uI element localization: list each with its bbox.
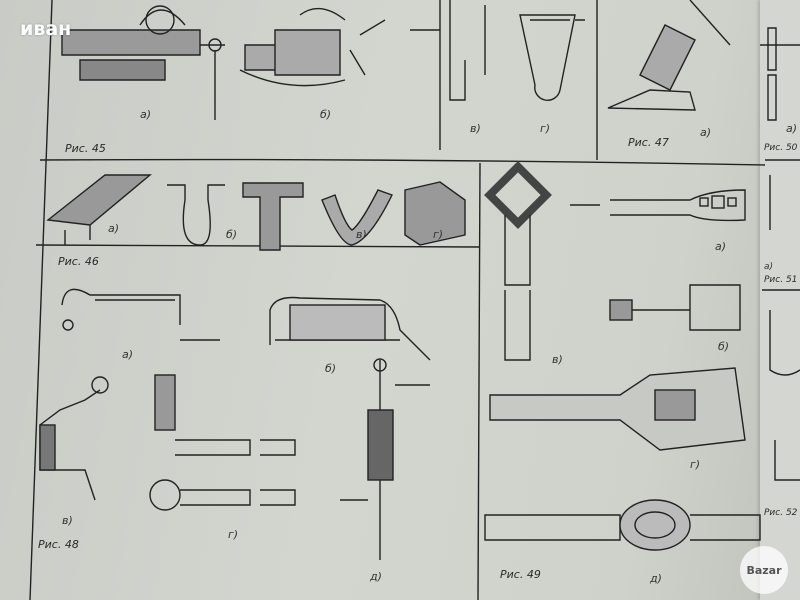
fig49-label-v: в)	[552, 353, 563, 366]
fig46-label-g: г)	[433, 228, 444, 241]
fig46-jaws-b	[167, 184, 225, 246]
fig48-hacksaw-b	[269, 296, 431, 361]
fig51-52-drawings	[769, 175, 800, 481]
fig52-caption: Рис. 52	[764, 508, 798, 518]
fig46-jaws-d	[404, 181, 466, 246]
fig46-jaws-v	[242, 182, 304, 251]
fig48-label-v: в)	[62, 514, 73, 527]
fig45-label-a: а)	[140, 108, 152, 121]
fig50-caption: Рис. 50	[764, 143, 798, 153]
fig50-drawing	[767, 27, 777, 121]
fig45-vise-a	[61, 5, 225, 120]
fig51-label-a: а)	[764, 262, 774, 272]
fig49-caption: Рис. 49	[500, 568, 541, 581]
fig48-label-a: а)	[122, 348, 134, 361]
fig49-label-d: д)	[650, 572, 662, 585]
fig45-label-v: в)	[470, 122, 481, 135]
fig49-die-holder-g	[489, 367, 746, 451]
fig48-hacksaw-a	[61, 288, 220, 341]
fig48-ratchet-g	[149, 374, 296, 511]
fig50-label-a: а)	[786, 122, 798, 135]
fig47-pipe-vise	[607, 0, 731, 111]
fig46-jaws-a	[46, 174, 152, 245]
fig49-die-holder-d	[484, 499, 761, 551]
adjacent-page-strip	[760, 0, 800, 600]
fig48-brace-v	[39, 376, 109, 501]
fig47-caption: Рис. 47	[628, 136, 669, 149]
fig45-caption: Рис. 45	[65, 142, 106, 155]
fig45-label-b: б)	[320, 108, 332, 121]
fig48-label-g: г)	[228, 528, 239, 541]
fig46-label-b: б)	[226, 228, 238, 241]
fig45-vise-c	[410, 0, 486, 150]
fig46-label-v: в)	[356, 228, 367, 241]
fig45-vise-b	[239, 7, 386, 87]
fig48-label-d: д)	[370, 570, 382, 583]
fig48-drill-d	[340, 358, 430, 560]
fig48-label-b: б)	[325, 362, 337, 375]
fig49-wrench-a	[484, 161, 746, 361]
fig46-jaws-c	[321, 189, 393, 246]
fig47-label-a: а)	[700, 126, 712, 139]
fig51-caption: Рис. 51	[764, 275, 798, 285]
frame-lines	[29, 0, 800, 600]
bazar-logo-text: Bazar	[746, 563, 782, 577]
fig49-tap-holder-b	[609, 284, 741, 331]
fig45-vise-d	[519, 14, 585, 101]
bazar-logo: Bazar	[740, 546, 788, 594]
fig46-caption: Рис. 46	[58, 255, 99, 268]
fig45-label-g: г)	[540, 122, 551, 135]
fig49-label-a: а)	[715, 240, 727, 253]
fig48-caption: Рис. 48	[38, 538, 79, 551]
watermark: иван	[20, 18, 72, 40]
fig49-label-b: б)	[718, 340, 730, 353]
fig49-label-g: г)	[690, 458, 701, 471]
fig46-label-a: а)	[108, 222, 120, 235]
